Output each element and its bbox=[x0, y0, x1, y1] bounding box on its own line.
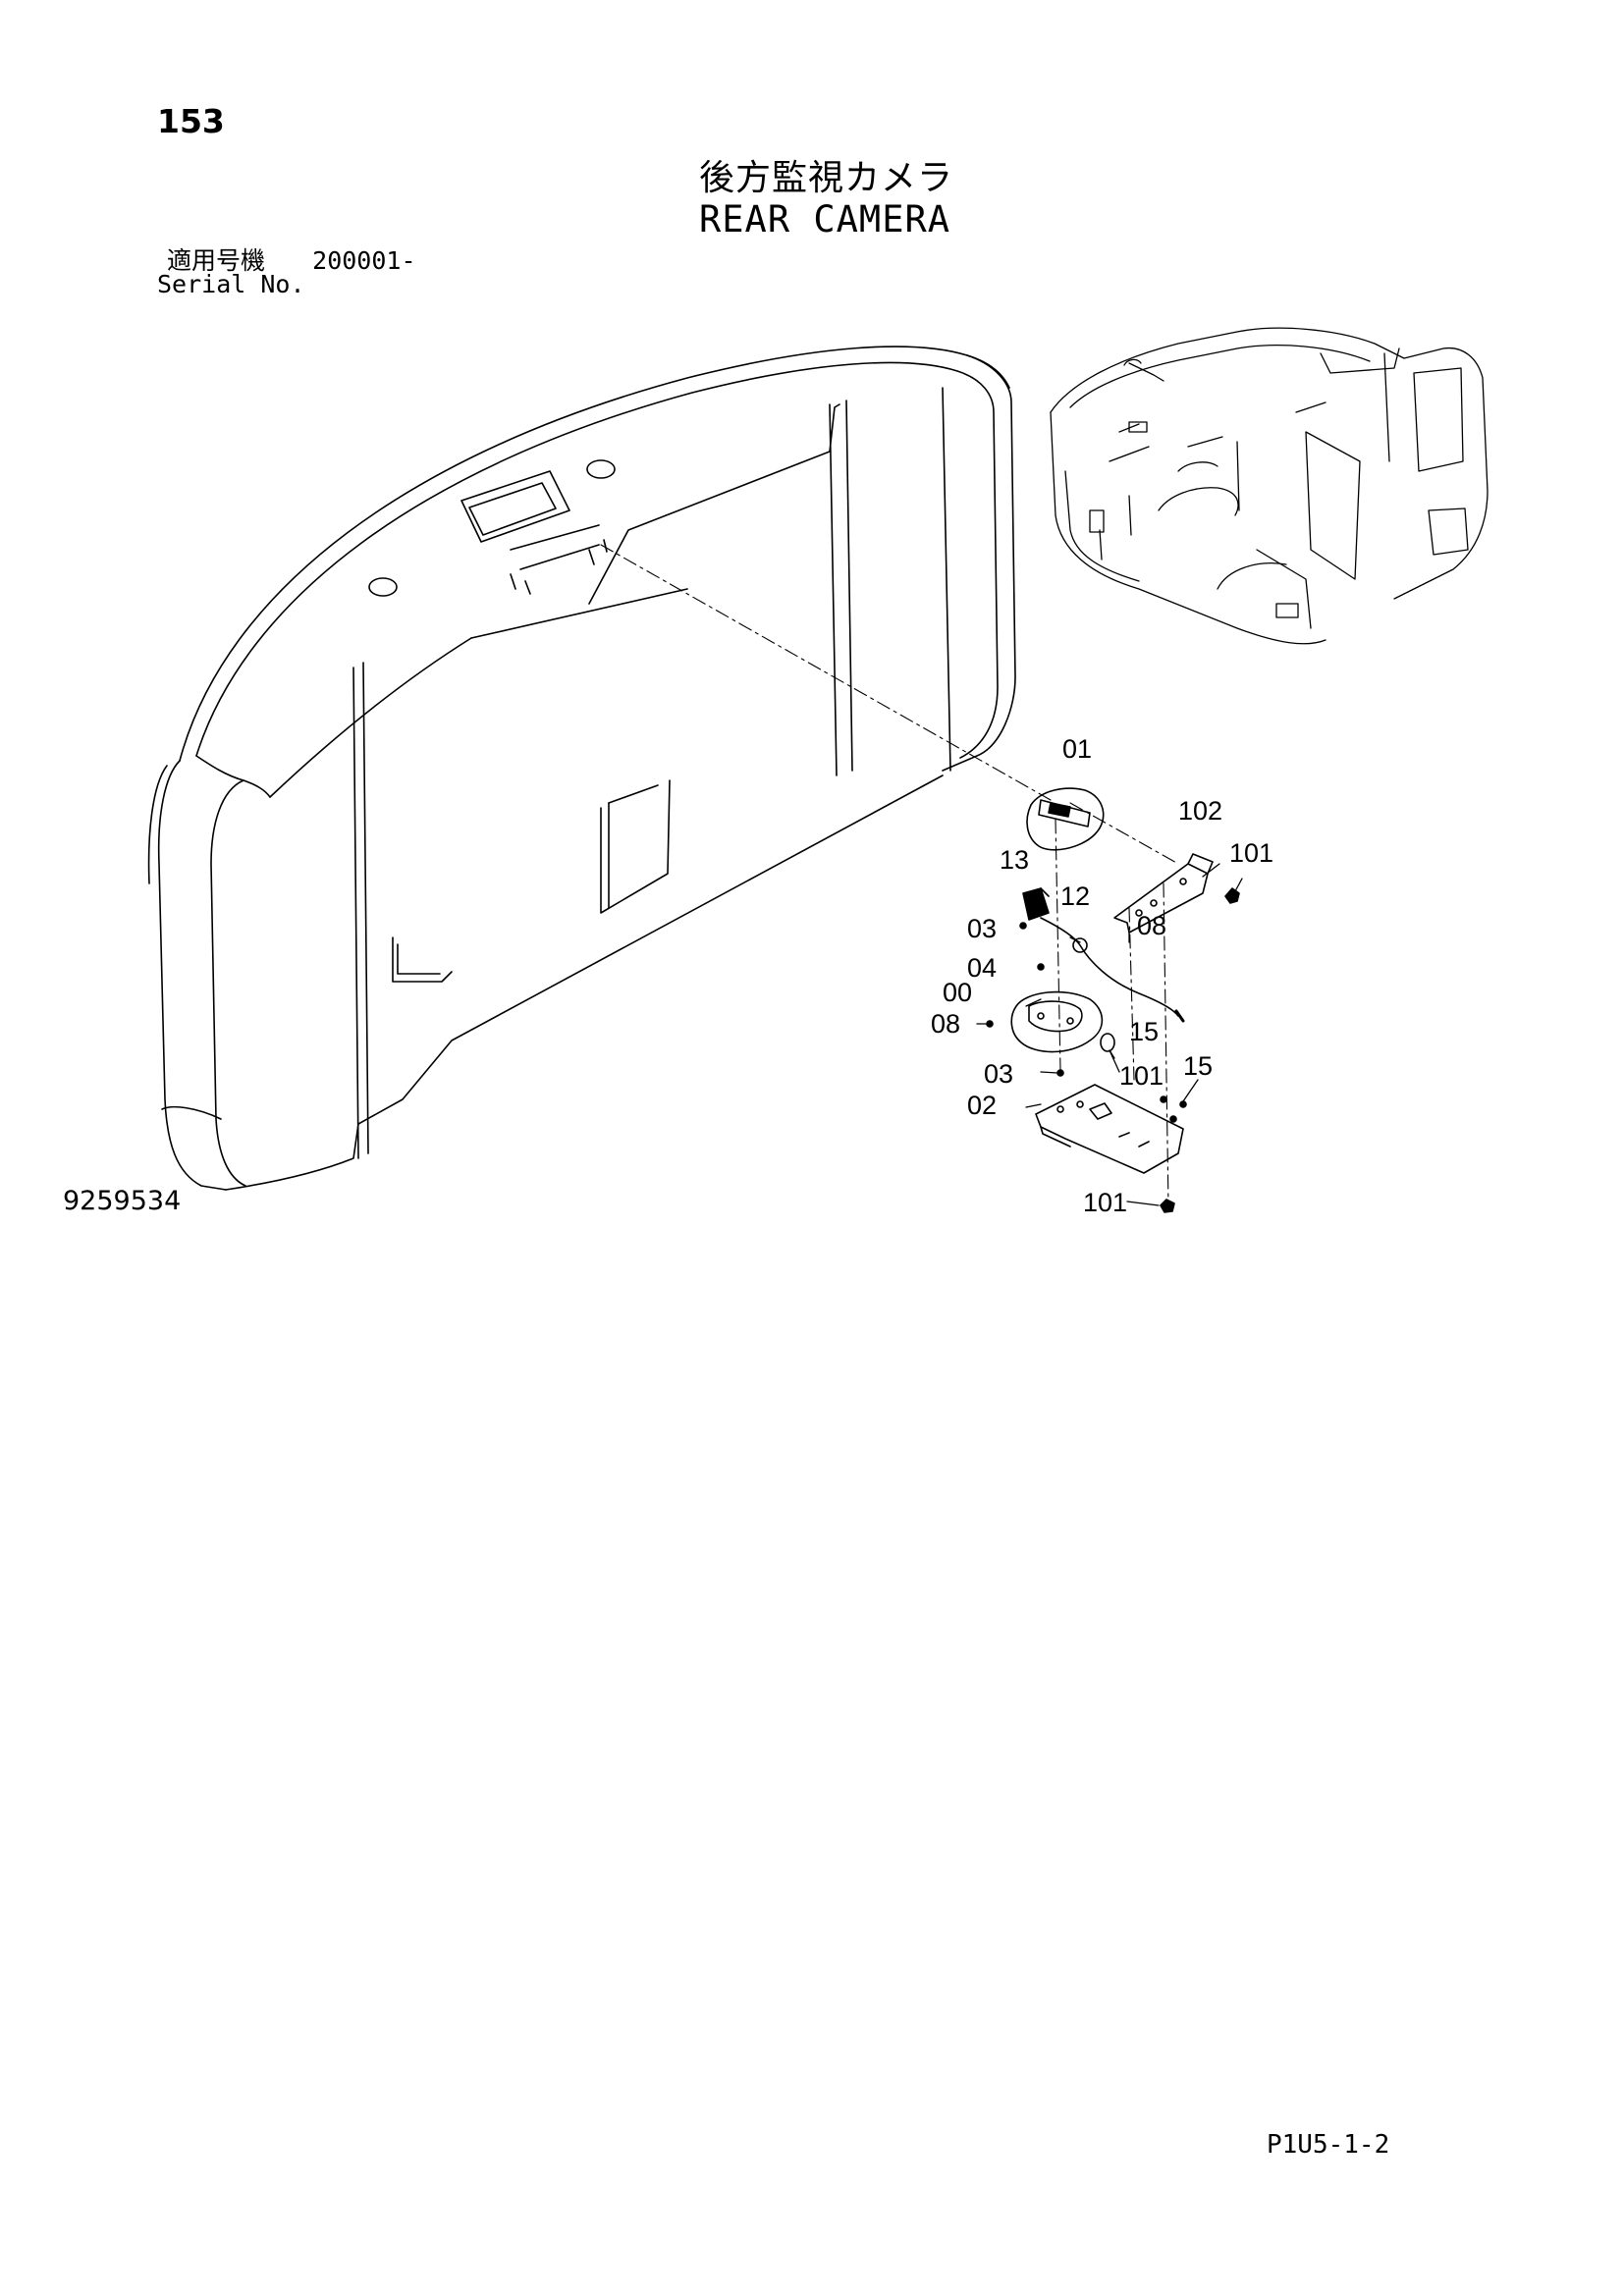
callout-13: 13 bbox=[1000, 845, 1029, 875]
callout-101-upper: 101 bbox=[1229, 838, 1273, 868]
callout-102: 102 bbox=[1178, 796, 1222, 826]
screws-upper bbox=[1019, 922, 1045, 971]
part-12-grommet-cable bbox=[1040, 917, 1185, 1023]
callout-12: 12 bbox=[1060, 881, 1090, 911]
page-number: 153 bbox=[157, 102, 225, 140]
serial-label-jp: 適用号機 bbox=[167, 246, 266, 275]
serial-label-en: Serial No. bbox=[157, 270, 305, 298]
title-japanese: 後方監視カメラ bbox=[699, 158, 954, 198]
part-15-grommet bbox=[1100, 1033, 1115, 1052]
callout-101-middle: 101 bbox=[1119, 1061, 1164, 1091]
part-13-camera-unit bbox=[1022, 887, 1050, 921]
part-101-bolt-upper bbox=[1224, 887, 1240, 904]
page-code: P1U5-1-2 bbox=[1267, 2130, 1390, 2160]
callout-03-upper: 03 bbox=[967, 914, 997, 943]
callout-15-upper: 15 bbox=[1129, 1017, 1159, 1046]
callout-101-lower: 101 bbox=[1083, 1188, 1127, 1217]
callout-01: 01 bbox=[1062, 734, 1092, 764]
illustration-number: 9259534 bbox=[63, 1186, 182, 1216]
callout-labels: 01 102 101 13 12 03 08 04 00 08 15 101 1… bbox=[931, 734, 1273, 1217]
callout-04: 04 bbox=[967, 953, 997, 983]
callout-03-lower: 03 bbox=[984, 1059, 1013, 1089]
callout-08-upper: 08 bbox=[1137, 911, 1166, 940]
title-english: REAR CAMERA bbox=[699, 198, 951, 240]
callout-15-lower: 15 bbox=[1183, 1051, 1213, 1081]
part-02-mounting-plate bbox=[1035, 1084, 1187, 1174]
part-101-bolt-lower bbox=[1160, 1199, 1175, 1213]
serial-value: 200001- bbox=[312, 246, 416, 275]
callout-leaders bbox=[976, 863, 1243, 1206]
part-00-camera-base bbox=[1010, 990, 1104, 1053]
callout-02: 02 bbox=[967, 1091, 997, 1120]
machine-overview-illustration bbox=[1050, 327, 1489, 645]
part-01-camera-cover bbox=[1026, 787, 1105, 851]
callout-08-lower: 08 bbox=[931, 1009, 960, 1039]
callout-00: 00 bbox=[943, 978, 972, 1007]
serial-block: 適用号機 200001- Serial No. bbox=[157, 246, 416, 296]
part-102-bracket bbox=[1113, 853, 1214, 934]
counterweight-illustration bbox=[147, 346, 1016, 1191]
